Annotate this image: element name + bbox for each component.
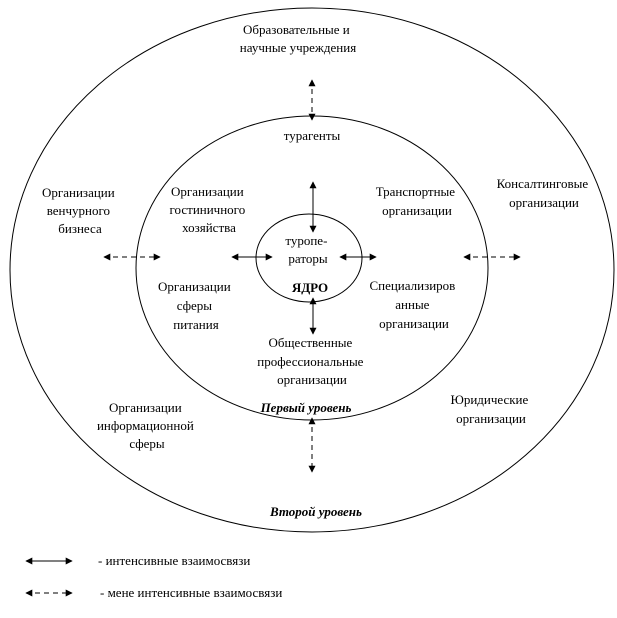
label-venture-business: Организации венчурного бизнеса [42, 185, 118, 236]
label-catering-organizations: Организации сферы питания [158, 279, 234, 332]
legend-solid-text: - интенсивные взаимосвязи [98, 553, 250, 568]
second-level-ellipse [9, 7, 615, 533]
core-title: ЯДРО [292, 280, 328, 295]
label-information-sphere: Организации информационной сферы [97, 400, 197, 451]
label-legal: Юридические организации [450, 392, 531, 426]
label-professional-associations: Общественные профессиональные организаци… [257, 335, 366, 387]
legend-dashed-text: - мене интенсивные взаимосвязи [100, 585, 282, 600]
core-name: туропе- раторы [285, 233, 330, 266]
label-specialized-organizations: Специализиров анные организации [369, 278, 458, 331]
second-level-label: Второй уровень [269, 504, 362, 519]
label-education-institutions: Образовательные и научные учреждения [240, 22, 356, 55]
label-transport-organizations: Транспортные организации [376, 184, 459, 218]
first-level-label: Первый уровень [260, 400, 352, 415]
label-consulting: Консалтинговые организации [497, 176, 592, 210]
label-travel-agents: турагенты [284, 128, 341, 143]
label-hotel-organizations: Организации гостиничного хозяйства [170, 184, 249, 235]
